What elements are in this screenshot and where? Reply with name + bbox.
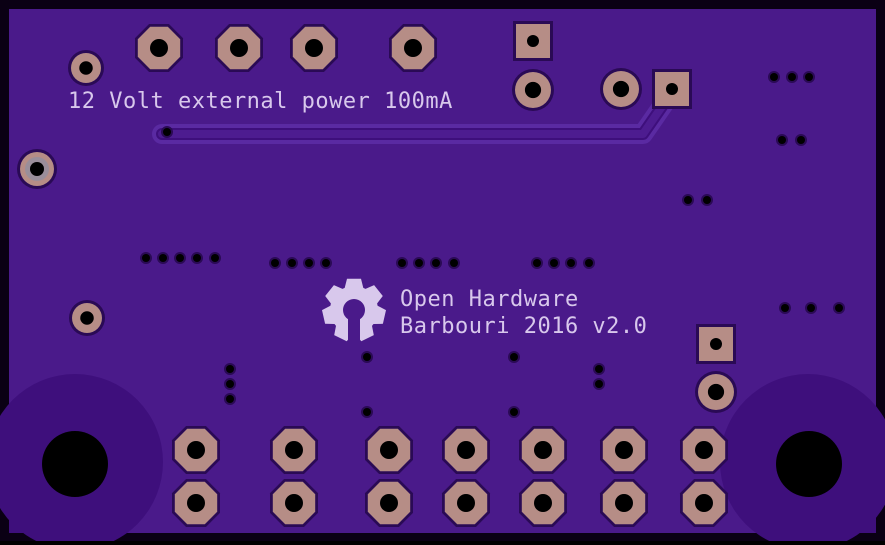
octagonal-pad bbox=[442, 479, 490, 527]
via bbox=[157, 252, 169, 264]
via bbox=[768, 71, 780, 83]
via bbox=[224, 378, 236, 390]
via bbox=[531, 257, 543, 269]
via bbox=[140, 252, 152, 264]
via bbox=[413, 257, 425, 269]
power-label: 12 Volt external power 100mA bbox=[68, 89, 453, 114]
via bbox=[779, 302, 791, 314]
via bbox=[209, 252, 221, 264]
octagonal-pad bbox=[172, 479, 220, 527]
via bbox=[833, 302, 845, 314]
round-pad bbox=[69, 300, 105, 336]
octagonal-pad bbox=[680, 426, 728, 474]
square-pad bbox=[652, 69, 692, 109]
via bbox=[430, 257, 442, 269]
via bbox=[795, 134, 807, 146]
octagonal-pad bbox=[600, 479, 648, 527]
via bbox=[191, 252, 203, 264]
round-pad bbox=[600, 68, 642, 110]
mounting-hole-right bbox=[776, 431, 842, 497]
octagonal-pad bbox=[680, 479, 728, 527]
via bbox=[320, 257, 332, 269]
round-pad bbox=[695, 371, 737, 413]
via bbox=[805, 302, 817, 314]
via bbox=[548, 257, 560, 269]
via bbox=[361, 351, 373, 363]
via bbox=[593, 378, 605, 390]
via bbox=[361, 406, 373, 418]
via bbox=[174, 252, 186, 264]
author-version-label: Barbouri 2016 v2.0 bbox=[400, 314, 648, 339]
open-hardware-gear-icon bbox=[322, 278, 386, 344]
octagonal-pad bbox=[600, 426, 648, 474]
square-pad bbox=[513, 21, 553, 61]
round-pad bbox=[512, 69, 554, 111]
via bbox=[803, 71, 815, 83]
round-pad bbox=[68, 50, 104, 86]
via bbox=[508, 351, 520, 363]
via bbox=[224, 393, 236, 405]
octagonal-pad bbox=[442, 426, 490, 474]
via bbox=[682, 194, 694, 206]
via bbox=[701, 194, 713, 206]
via bbox=[583, 257, 595, 269]
via bbox=[161, 126, 173, 138]
octagonal-pad bbox=[519, 479, 567, 527]
via bbox=[224, 363, 236, 375]
octagonal-pad bbox=[389, 24, 437, 72]
via bbox=[269, 257, 281, 269]
via bbox=[776, 134, 788, 146]
octagonal-pad bbox=[365, 479, 413, 527]
via bbox=[286, 257, 298, 269]
via bbox=[303, 257, 315, 269]
octagonal-pad bbox=[172, 426, 220, 474]
square-pads bbox=[513, 21, 736, 364]
octagonal-pad bbox=[365, 426, 413, 474]
via bbox=[448, 257, 460, 269]
via bbox=[396, 257, 408, 269]
open-hardware-label: Open Hardware bbox=[400, 287, 579, 312]
vias bbox=[140, 71, 845, 418]
via bbox=[565, 257, 577, 269]
octagonal-pad bbox=[290, 24, 338, 72]
octagonal-pad bbox=[519, 426, 567, 474]
square-pad bbox=[696, 324, 736, 364]
octagonal-pad bbox=[135, 24, 183, 72]
octagonal-pads bbox=[135, 24, 728, 527]
octagonal-pad bbox=[215, 24, 263, 72]
octagonal-pad bbox=[270, 426, 318, 474]
via bbox=[786, 71, 798, 83]
via bbox=[508, 406, 520, 418]
octagonal-pad bbox=[270, 479, 318, 527]
round-pads bbox=[17, 50, 737, 413]
mounting-hole-left bbox=[42, 431, 108, 497]
via bbox=[593, 363, 605, 375]
